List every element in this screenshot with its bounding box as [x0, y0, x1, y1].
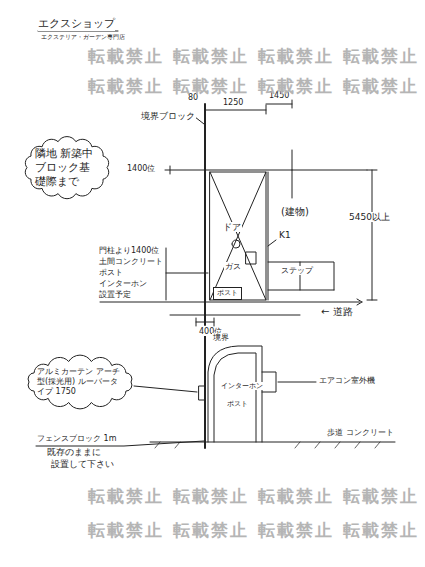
watermark: 転載禁止	[258, 78, 334, 95]
gate-diagonal	[210, 172, 266, 300]
watermark: 転載禁止	[258, 488, 334, 505]
watermark: 転載禁止	[88, 78, 164, 95]
note-label: ポスト	[226, 400, 249, 408]
note-label: 5450以上	[348, 212, 391, 222]
watermark: 転載禁止	[343, 522, 419, 539]
cloud-callout: アルミカーテン アーチ型(採光用) ルーバータイプ 1750	[26, 358, 134, 406]
watermark: 転載禁止	[88, 48, 164, 65]
watermark: 転載禁止	[88, 522, 164, 539]
note-label: ← 道路	[320, 306, 354, 318]
boundary-leader	[195, 117, 204, 124]
small-dimension	[196, 318, 214, 326]
building-wall	[268, 150, 292, 300]
note-label: 設置予定	[98, 290, 132, 299]
gate-rectangle	[210, 172, 266, 300]
notes-bracket	[166, 248, 208, 300]
note-label: 1250	[222, 98, 244, 107]
cloud-leader	[134, 386, 197, 392]
watermark: 転載禁止	[258, 48, 334, 65]
node-text: 隣地 新築中 ブロック基礎際まで	[35, 147, 99, 188]
height-dimension	[292, 170, 377, 300]
mailbox	[199, 386, 205, 400]
note-label: エアコン室外機	[318, 376, 376, 385]
building-top-line	[165, 165, 292, 175]
note-label: (建物)	[280, 206, 310, 218]
title-text: エクスショップ	[38, 16, 115, 31]
watermark: 転載禁止	[173, 78, 249, 95]
watermark: 転載禁止	[343, 78, 419, 95]
watermark: 転載禁止	[343, 488, 419, 505]
dimension-line	[206, 100, 292, 114]
note-label: 境界	[212, 333, 230, 342]
watermark: 転載禁止	[258, 522, 334, 539]
cloud-callout: 隣地 新築中 ブロック基礎際まで	[24, 138, 110, 197]
cloud-outline-path	[25, 137, 108, 199]
note-label: 設置して下さい	[50, 459, 115, 469]
note-label: 1400位	[126, 164, 156, 173]
note-label: 境界ブロック	[140, 111, 196, 121]
note-label: フェンスブロック 1m	[36, 434, 117, 443]
note-label: インターホン	[98, 279, 148, 288]
note-label: 既存のままに	[46, 447, 102, 457]
note-label: インターホン	[220, 382, 264, 390]
note-label: K1	[278, 230, 292, 240]
k1-leader	[268, 240, 276, 246]
note-label: ポスト	[98, 268, 124, 277]
road-arrow	[357, 299, 362, 305]
note-label: ステップ	[280, 266, 314, 275]
watermark: 転載禁止	[173, 48, 249, 65]
door-circle	[232, 240, 240, 248]
note-label: 土間コンクリート	[98, 257, 164, 266]
node-text: ポスト	[217, 289, 238, 298]
cloud-outline-path	[28, 355, 132, 409]
ground-hatch	[155, 442, 380, 448]
node-text: アルミカーテン アーチ型(採光用) ルーバータイプ 1750	[37, 367, 123, 397]
note-label: ガス	[224, 262, 242, 271]
watermark: 転載禁止	[88, 488, 164, 505]
meter-box	[246, 252, 256, 264]
step	[268, 262, 334, 290]
watermark: 転載禁止	[173, 488, 249, 505]
note-label: 歩道 コンクリート	[326, 428, 395, 437]
gate-arch	[208, 346, 262, 442]
watermark: 転載禁止	[343, 48, 419, 65]
aircon-leader	[278, 382, 316, 383]
label-box: ポスト	[213, 287, 242, 300]
arch-inner	[214, 353, 256, 442]
note-label: ドア	[222, 222, 242, 232]
watermark: 転載禁止	[173, 522, 249, 539]
aircon-unit	[262, 372, 276, 392]
note-label: エクステリア・ガーデン専門店	[40, 34, 126, 41]
note-label: 門柱より1400位	[98, 246, 160, 255]
